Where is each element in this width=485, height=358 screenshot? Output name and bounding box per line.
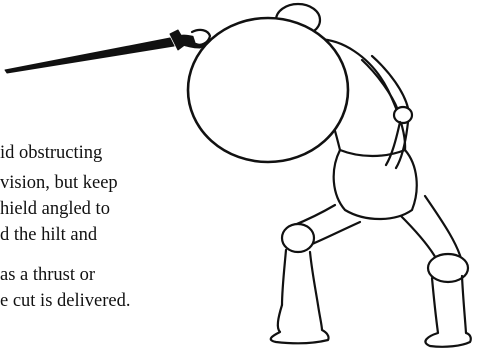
shield-icon (188, 18, 348, 162)
pelvis-icon (334, 150, 417, 219)
front-leg-icon (271, 205, 360, 343)
back-leg-icon (400, 196, 471, 347)
sword-icon (5, 30, 210, 73)
caption-line: d the hilt and (0, 225, 97, 246)
caption-line: hield angled to (0, 199, 110, 220)
caption-line: id obstructing (0, 143, 102, 164)
caption-line: vision, but keep (0, 173, 118, 194)
caption-line: e cut is delivered. (0, 291, 130, 312)
caption-line: as a thrust or (0, 265, 95, 286)
